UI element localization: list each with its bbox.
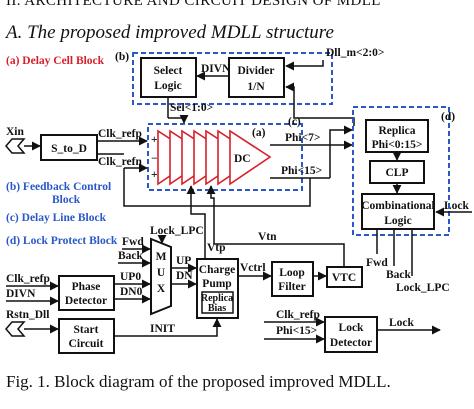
replica-line2: Phi<0:15>	[372, 139, 423, 151]
region-c-tag: (c)	[288, 116, 301, 128]
clk-refn-label: Clk_refn	[98, 156, 142, 168]
clk-refp-pd-label: Clk_refp	[6, 273, 50, 285]
sel-label: Sel<1:0>	[170, 102, 213, 114]
select-logic-block	[140, 57, 197, 98]
dll-m-wire	[285, 60, 324, 71]
init-wire	[114, 318, 222, 337]
lock-det-line2: Detector	[330, 337, 372, 349]
replica-line1: Replica	[378, 125, 415, 137]
up-label: UP	[176, 255, 191, 267]
legend-a: (a) Delay Cell Block	[6, 55, 105, 67]
back-label: Back	[118, 250, 144, 262]
loop-filter-line2: Filter	[278, 281, 305, 293]
vtn-wire	[206, 185, 345, 270]
replica-bias-line1: Replica	[201, 293, 233, 304]
vtp-wire	[186, 185, 206, 259]
rstn-port	[5, 321, 26, 337]
clk-refp-label: Clk_refp	[98, 128, 142, 140]
comb-line2: Logic	[384, 215, 411, 227]
region-a-tag: (a)	[252, 127, 266, 139]
init-label: INIT	[150, 323, 175, 335]
figure-caption: Fig. 1. Block diagram of the proposed im…	[6, 372, 391, 391]
delay-cell-chain	[157, 129, 272, 186]
region-d-tag: (d)	[441, 111, 455, 123]
clk-refp-ld-label: Clk_refp	[276, 309, 320, 321]
dc-label: DC	[234, 153, 251, 165]
lock-lpc-out-label: Lock_LPC	[396, 282, 450, 294]
divn-label: DIVN	[201, 63, 231, 75]
start-line1: Start	[74, 324, 99, 336]
mux-x: X	[157, 283, 166, 295]
phase-det-line1: Phase	[72, 281, 101, 293]
select-logic-line2: Logic	[154, 80, 181, 92]
lock-detector-block	[324, 316, 378, 353]
dc-plus-top: +	[151, 134, 158, 146]
vctrl-label: Vctrl	[240, 262, 266, 274]
vtp-label: Vtp	[207, 242, 226, 254]
dc-plus-bottom: +	[151, 169, 158, 181]
xin-label: Xin	[6, 126, 25, 138]
phi15-ld-label: Phi<15>	[276, 325, 317, 337]
loop-filter-line1: Loop	[279, 267, 305, 279]
vtn-label: Vtn	[258, 231, 277, 243]
charge-pump-line1: Charge	[199, 264, 235, 276]
start-line2: Circuit	[69, 338, 104, 350]
region-b-tag: (b)	[115, 51, 129, 63]
dn0-label: DN0	[120, 286, 143, 298]
divider-line2: 1/N	[247, 81, 265, 93]
legend-b-line2: Block	[52, 194, 81, 206]
divider-line1: Divider	[237, 65, 274, 77]
phase-detector-block	[58, 275, 115, 311]
xin-port	[5, 138, 26, 154]
legend-c: (c) Delay Line Block	[6, 212, 107, 224]
mux-u: U	[157, 267, 166, 279]
divn-pd-label: DIVN	[6, 288, 36, 300]
phi15-label: Phi<15>	[281, 165, 322, 177]
combinational-logic-block	[361, 193, 435, 230]
fwd-out-label: Fwd	[366, 257, 388, 269]
s-to-d-label: S_to_D	[51, 143, 87, 155]
divider-block	[228, 57, 285, 98]
phi7-label: Phi<7>	[285, 132, 320, 144]
replica-block	[365, 119, 429, 153]
vtc-block	[326, 266, 363, 288]
mux-m: M	[156, 251, 167, 263]
select-logic-line1: Select	[154, 65, 183, 77]
loop-filter-block	[271, 261, 314, 297]
replica-bias-line2: Bias	[208, 303, 226, 314]
vtc-label: VTC	[332, 272, 356, 284]
back-out-label: Back	[386, 269, 412, 281]
subsection-heading: A. The proposed improved MDLL structure	[6, 22, 334, 43]
dc-minus: −	[151, 153, 158, 165]
lock-det-line1: Lock	[339, 322, 365, 334]
lock-lpc-label: Lock_LPC	[150, 225, 204, 237]
lock-in-label: Lock	[444, 200, 470, 212]
replica-bias-block	[201, 291, 234, 314]
phi15-to-replica	[329, 125, 353, 178]
comb-line1: Combinational	[361, 200, 435, 212]
start-circuit-block	[58, 318, 115, 354]
legend-d: (d) Lock Protect Block	[6, 235, 118, 247]
legend-b-line1: (b) Feedback Control	[6, 181, 111, 193]
charge-pump-line2: Pump	[202, 278, 231, 290]
region-b-box	[132, 52, 333, 105]
fwd-label: Fwd	[122, 236, 144, 248]
up0-label: UP0	[120, 271, 141, 283]
region-d-box	[352, 106, 450, 236]
lock-out-label: Lock	[389, 317, 415, 329]
rstn-label: Rstn_Dll	[6, 309, 49, 321]
dn-label: DN	[176, 270, 193, 282]
feedback-loop-wire	[123, 168, 311, 207]
s-to-d-block	[40, 134, 98, 161]
mux-block	[150, 237, 172, 316]
phase-det-line2: Detector	[65, 295, 107, 307]
section-heading: II. ARCHITECTURE AND CIRCUIT DESIGN OF M…	[6, 0, 381, 9]
clp-label: CLP	[386, 167, 409, 179]
dll-m-label: Dll_m<2:0>	[326, 47, 384, 59]
region-c-box	[147, 123, 303, 191]
